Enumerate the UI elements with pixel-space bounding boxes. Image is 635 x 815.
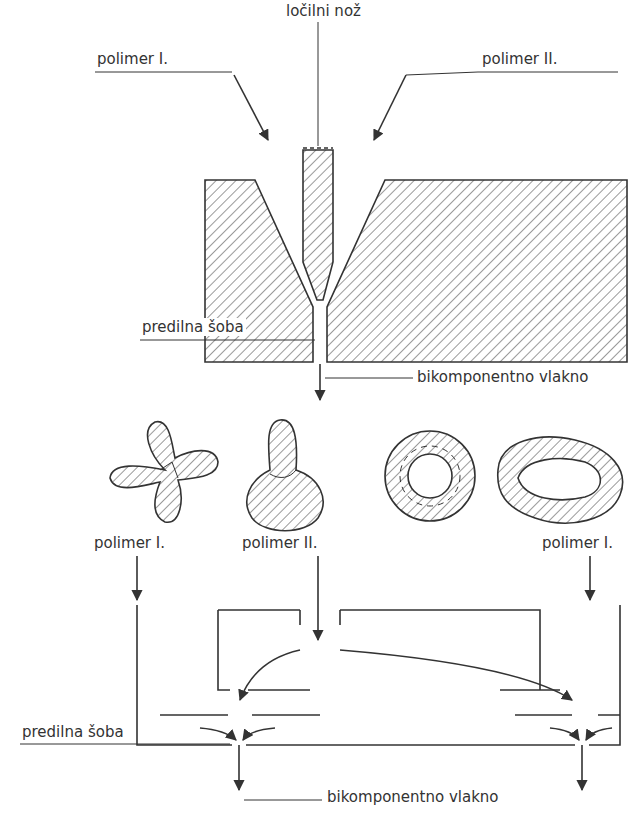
part-label: polimer I. bbox=[540, 534, 615, 552]
part-label: predilna šoba bbox=[140, 318, 246, 336]
part-label: bikomponentno vlakno bbox=[325, 788, 501, 806]
part-label: polimer II. bbox=[240, 534, 319, 552]
part-label: polimer II. bbox=[480, 50, 559, 68]
part-label: polimer I. bbox=[95, 50, 170, 68]
part-label: ločilni nož bbox=[284, 2, 363, 20]
part-label: polimer I. bbox=[92, 534, 167, 552]
part-label: predilna šoba bbox=[20, 723, 126, 741]
part-label: bikomponentno vlakno bbox=[415, 368, 591, 386]
